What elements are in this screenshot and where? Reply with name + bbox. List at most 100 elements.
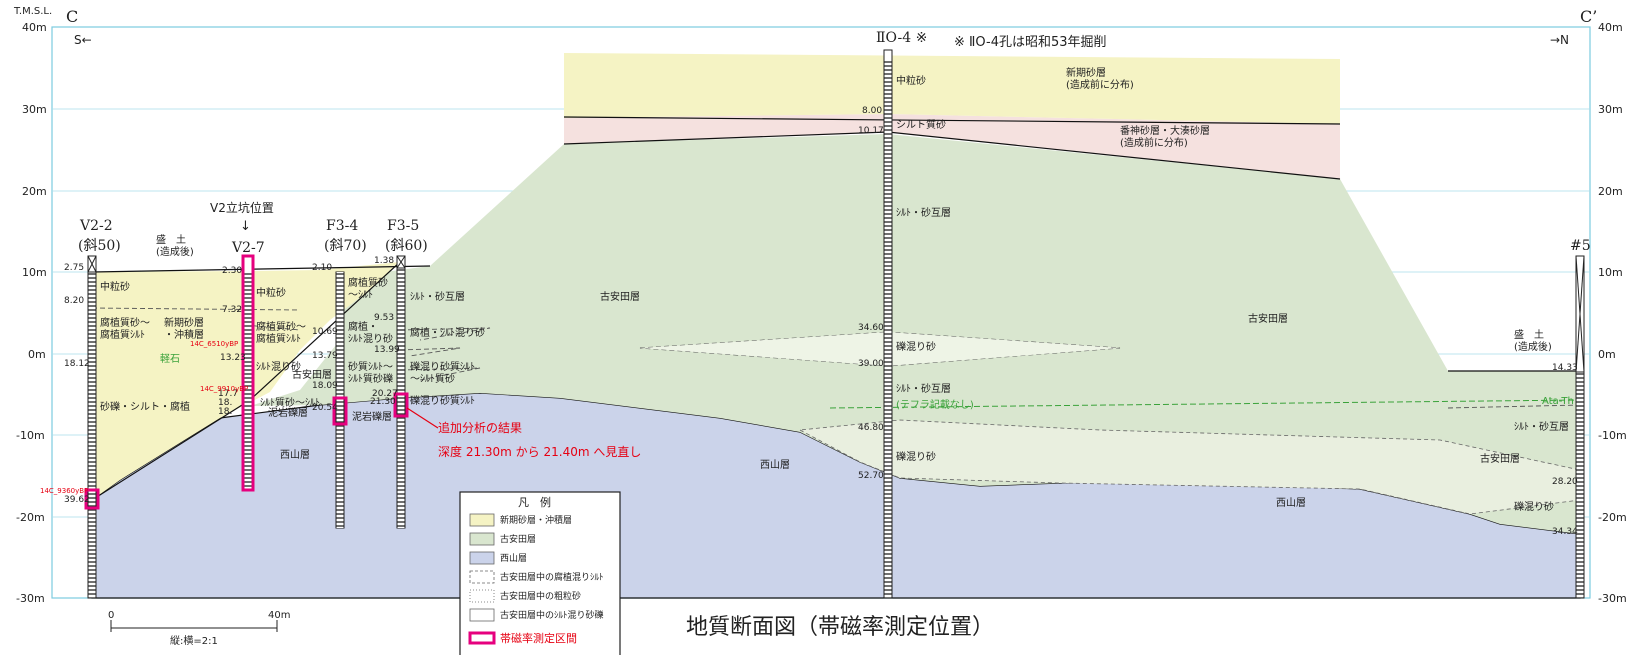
legend-title: 凡 例 xyxy=(518,495,551,509)
svg-text:18.: 18. xyxy=(218,407,232,417)
svg-text:(斜60): (斜60) xyxy=(385,238,428,254)
elev-left-30: 30m xyxy=(22,103,47,116)
svg-text:18.09: 18.09 xyxy=(312,381,338,391)
susceptibility-intervals xyxy=(84,254,409,510)
svg-text:西山層: 西山層 xyxy=(1276,497,1306,509)
svg-text:腐植質砂～腐植質ｼﾙﾄ: 腐植質砂～腐植質ｼﾙﾄ xyxy=(100,316,150,341)
svg-text:ｼﾙﾄ混り砂: ｼﾙﾄ混り砂 xyxy=(256,360,301,373)
elev-left-m10: -10m xyxy=(16,429,45,442)
svg-text:礫混り砂質ｼﾙﾄ～ｼﾙﾄ質砂: 礫混り砂質ｼﾙﾄ～ｼﾙﾄ質砂 xyxy=(410,360,475,385)
svg-text:8.00: 8.00 xyxy=(862,106,882,116)
borehole-v2-7: V2-7 xyxy=(231,240,265,256)
svg-text:10.69: 10.69 xyxy=(312,327,338,337)
borehole-top-markers xyxy=(87,255,1585,373)
svg-text:(テフラ記載なし): (テフラ記載なし) xyxy=(896,398,974,411)
svg-text:礫混り砂: 礫混り砂 xyxy=(896,450,936,463)
svg-text:7.32: 7.32 xyxy=(222,305,242,315)
svg-text:ｼﾙﾄ・砂互層: ｼﾙﾄ・砂互層 xyxy=(410,290,465,303)
svg-text:腐植質砂～ｼﾙﾄ: 腐植質砂～ｼﾙﾄ xyxy=(348,276,388,301)
svg-text:20.27: 20.27 xyxy=(372,389,398,399)
elev-right-20: 20m xyxy=(1598,185,1623,198)
svg-text:砂質ｼﾙﾄ～ｼﾙﾄ質砂礫: 砂質ｼﾙﾄ～ｼﾙﾄ質砂礫 xyxy=(348,360,393,385)
svg-text:9.53: 9.53 xyxy=(374,313,394,323)
age-labels: 14C_6510yBP 14C_9910yBP 14C_9360yBP xyxy=(40,340,248,495)
svg-text:14C_9360yBP: 14C_9360yBP xyxy=(40,487,88,495)
svg-text:13.99: 13.99 xyxy=(374,345,400,355)
svg-text:20.54: 20.54 xyxy=(312,403,338,413)
elev-right-m10: -10m xyxy=(1598,429,1627,442)
scale-bar xyxy=(110,620,278,632)
elev-right-30: 30m xyxy=(1598,103,1623,116)
shaft-arrow: ↓ xyxy=(240,219,251,234)
legend-item-shinki: 新期砂層・沖積層 xyxy=(500,514,572,526)
svg-text:西山層: 西山層 xyxy=(760,459,790,471)
svg-text:34.60: 34.60 xyxy=(858,323,884,333)
svg-text:新期砂層(造成前に分布): 新期砂層(造成前に分布) xyxy=(1066,66,1134,91)
svg-text:0: 0 xyxy=(108,610,114,621)
svg-text:古安田層: 古安田層 xyxy=(1248,312,1288,325)
borehole-f3-4: F3-4 xyxy=(326,218,358,234)
svg-text:礫混り砂質ｼﾙﾄ: 礫混り砂質ｼﾙﾄ xyxy=(410,394,475,407)
svg-text:中粒砂: 中粒砂 xyxy=(896,74,926,87)
svg-text:古安田層: 古安田層 xyxy=(1480,452,1520,465)
legend-item-silt: 古安田層中の腐植混りｼﾙﾄ xyxy=(500,571,604,583)
svg-text:中粒砂: 中粒砂 xyxy=(100,280,130,293)
svg-text:39.00: 39.00 xyxy=(858,359,884,369)
elev-right-m20: -20m xyxy=(1598,511,1627,524)
svg-text:8.20: 8.20 xyxy=(64,296,84,306)
svg-text:西山層: 西山層 xyxy=(280,449,310,461)
legend-box xyxy=(459,491,621,655)
svg-text:ｼﾙﾄ・砂互層: ｼﾙﾄ・砂互層 xyxy=(896,206,951,219)
elev-left-m30: -30m xyxy=(16,592,45,605)
svg-text:21.30: 21.30 xyxy=(370,397,396,407)
svg-text:34.34: 34.34 xyxy=(1552,527,1578,537)
svg-text:番神砂層・大湊砂層(造成前に分布): 番神砂層・大湊砂層(造成前に分布) xyxy=(1120,124,1210,149)
legend-item-coarse-sand: 古安田層中の粗粒砂 xyxy=(500,590,581,602)
svg-text:腐植質砂～腐植質ｼﾙﾄ: 腐植質砂～腐植質ｼﾙﾄ xyxy=(256,320,306,345)
tmsl-label: T.M.S.L. xyxy=(13,6,52,17)
elev-left-m20: -20m xyxy=(16,511,45,524)
borehole-hatching xyxy=(88,60,1584,598)
elev-right-0: 0m xyxy=(1598,348,1616,361)
elev-left-20: 20m xyxy=(22,185,47,198)
svg-text:2.10: 2.10 xyxy=(312,263,332,273)
svg-text:18.: 18. xyxy=(218,398,232,408)
svg-text:新期砂層・沖積層: 新期砂層・沖積層 xyxy=(164,316,204,341)
svg-text:礫混り砂: 礫混り砂 xyxy=(896,340,936,353)
legend-text: 凡 例 新期砂層・沖積層 古安田層 西山層 古安田層中の腐植混りｼﾙﾄ 古安田層… xyxy=(500,495,604,645)
svg-text:腐植・ｼﾙﾄ混り砂: 腐植・ｼﾙﾄ混り砂 xyxy=(410,326,485,339)
svg-text:泥岩礫層: 泥岩礫層 xyxy=(352,410,392,423)
borehole-f3-5: F3-5 xyxy=(387,218,419,234)
svg-text:18.12: 18.12 xyxy=(64,359,90,369)
annotation-line-2: 深度 21.30m から 21.40m へ見直し xyxy=(438,444,641,459)
svg-text:28.20: 28.20 xyxy=(1552,477,1578,487)
borehole-v2-2: V2-2 xyxy=(79,218,113,234)
svg-text:2.75: 2.75 xyxy=(64,263,84,273)
north-direction: →N xyxy=(1550,33,1569,47)
svg-text:中粒砂: 中粒砂 xyxy=(256,286,286,299)
elev-right-m30: -30m xyxy=(1598,592,1627,605)
shinki-upper-layer xyxy=(564,53,1340,124)
legend-measure-interval: 帯磁率測定区間 xyxy=(500,631,577,645)
legend-item-gravel: 古安田層中のｼﾙﾄ混り砂礫 xyxy=(500,609,604,621)
svg-text:(斜50): (斜50) xyxy=(78,238,121,254)
svg-text:2.30: 2.30 xyxy=(222,266,242,276)
svg-text:13.79: 13.79 xyxy=(312,351,338,361)
svg-text:古安田層: 古安田層 xyxy=(292,368,332,381)
svg-text:13.23: 13.23 xyxy=(220,353,246,363)
elev-right-10: 10m xyxy=(1598,266,1623,279)
scale-text: 0 40m 縦:横=2:1 xyxy=(108,610,290,647)
svg-text:14.33: 14.33 xyxy=(1552,363,1578,373)
svg-text:52.70: 52.70 xyxy=(858,471,884,481)
svg-text:17.7: 17.7 xyxy=(218,389,238,399)
shaft-label: V2立坑位置 xyxy=(210,200,274,215)
svg-text:10.17: 10.17 xyxy=(858,126,884,136)
borehole-note: ※ ⅡO-4孔は昭和53年掘削 xyxy=(954,35,1107,50)
svg-text:盛 土(造成後): 盛 土(造成後) xyxy=(1514,328,1552,353)
elev-left-0: 0m xyxy=(28,348,46,361)
svg-text:礫混り砂: 礫混り砂 xyxy=(1514,500,1554,513)
borehole-labels: V2-2 (斜50) V2-7 F3-4 (斜70) F3-5 (斜60) ⅡO… xyxy=(78,30,1591,256)
figure-title: 地質断面図（帯磁率測定位置） xyxy=(686,615,994,640)
annotation-line-1: 追加分析の結果 xyxy=(438,420,522,435)
